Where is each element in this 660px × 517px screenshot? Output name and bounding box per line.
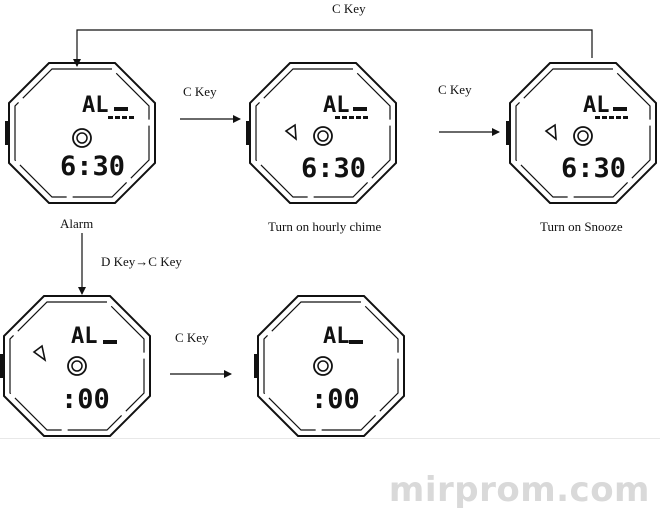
arrow-3-key-label: C Key	[175, 330, 209, 345]
loop-arrow	[73, 29, 593, 67]
mode-text: AL	[71, 324, 98, 349]
loop-key-label: C Key	[332, 1, 366, 16]
chime-icon	[32, 344, 47, 362]
time-digits: :00	[311, 384, 360, 415]
time-digits: :00	[61, 384, 110, 415]
time-digits: 6:30	[301, 153, 366, 184]
arrow-1-key-label: C Key	[183, 84, 217, 99]
dash-indicators	[335, 116, 368, 119]
chime-icon	[544, 123, 557, 141]
mode-text: AL	[82, 93, 109, 118]
down-key-label: D Key→C Key	[101, 254, 182, 269]
divider	[0, 438, 660, 439]
mode-text: AL	[323, 324, 350, 349]
chime-icon	[284, 123, 297, 141]
time-digits: 6:30	[60, 151, 125, 182]
caption-hourly-chime: Turn on hourly chime	[268, 219, 382, 234]
caption-snooze: Turn on Snooze	[540, 219, 623, 234]
time-digits: 6:30	[561, 153, 626, 184]
watermark: mirprom.com	[388, 470, 650, 510]
dash-indicators	[108, 116, 134, 119]
dash-indicators	[595, 116, 628, 119]
mode-text: AL	[583, 93, 610, 118]
caption-alarm: Alarm	[60, 216, 94, 231]
mode-text: AL	[323, 93, 350, 118]
arrow-2-key-label: C Key	[438, 82, 472, 97]
